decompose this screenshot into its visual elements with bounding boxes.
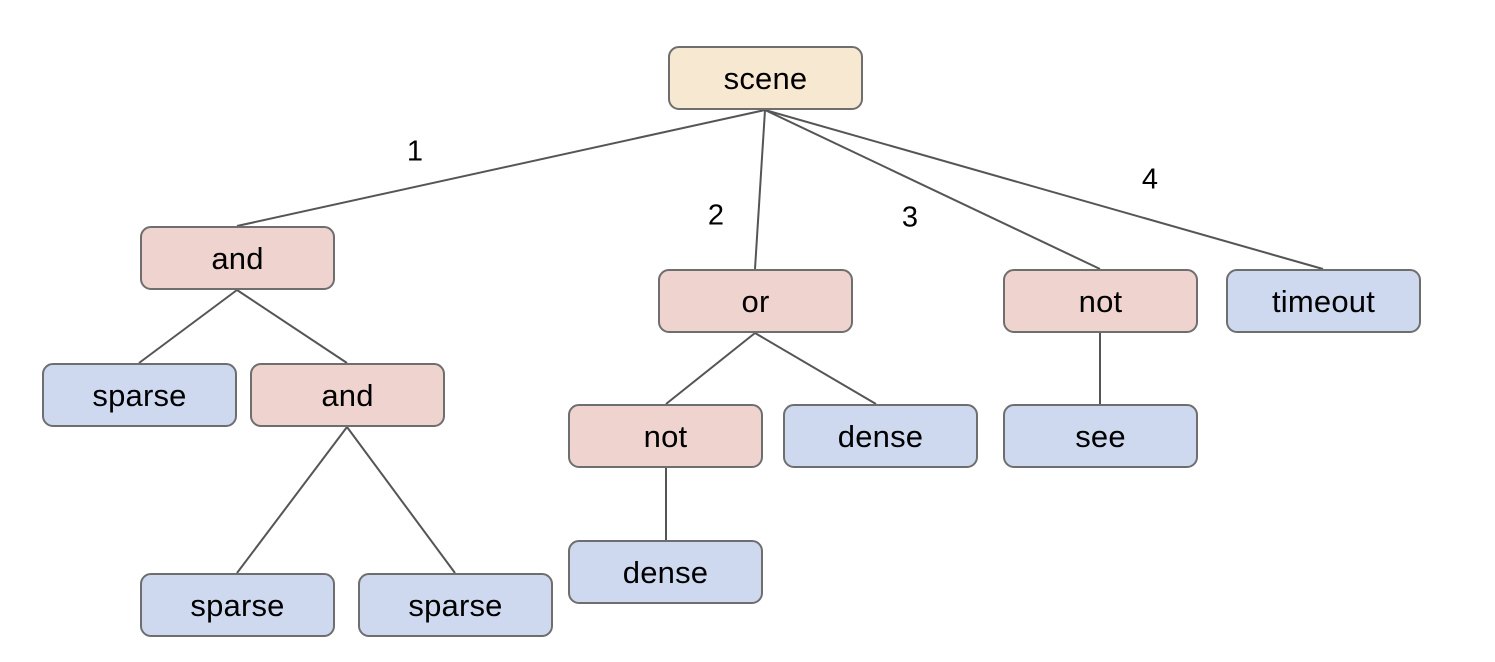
- edge-label-e2: 2: [707, 199, 725, 232]
- tree-node-dense2[interactable]: dense: [568, 540, 763, 604]
- tree-node-timeout1[interactable]: timeout: [1226, 269, 1421, 333]
- tree-node-dense1[interactable]: dense: [783, 404, 978, 468]
- tree-edge-scene-to-not1: [764, 109, 1101, 270]
- tree-node-and1[interactable]: and: [140, 226, 335, 290]
- tree-edge-or1-to-not2: [665, 332, 756, 405]
- tree-node-or1[interactable]: or: [658, 269, 853, 333]
- edge-label-e4: 4: [1141, 163, 1159, 196]
- tree-node-label: or: [741, 283, 770, 319]
- tree-node-and2[interactable]: and: [250, 363, 445, 427]
- tree-node-sparse1[interactable]: sparse: [42, 363, 237, 427]
- edge-label-e1: 1: [406, 135, 424, 168]
- tree-node-label: sparse: [190, 587, 285, 623]
- tree-edge-and1-to-and2: [236, 289, 348, 364]
- tree-node-label: scene: [723, 60, 808, 96]
- tree-edge-scene-to-and1: [236, 109, 766, 227]
- tree-node-not1[interactable]: not: [1003, 269, 1198, 333]
- tree-node-label: sparse: [408, 587, 503, 623]
- tree-edge-scene-to-timeout1: [764, 109, 1324, 270]
- edge-label-e3: 3: [901, 201, 919, 234]
- tree-node-label: and: [321, 377, 374, 413]
- tree-node-label: timeout: [1271, 283, 1376, 319]
- tree-edge-and2-to-sparse2: [236, 426, 348, 574]
- tree-node-label: and: [211, 240, 264, 276]
- tree-node-sparse2[interactable]: sparse: [140, 573, 335, 637]
- tree-node-label: not: [643, 418, 688, 454]
- tree-edge-scene-to-or1: [754, 109, 766, 270]
- tree-node-label: dense: [837, 418, 924, 454]
- tree-node-label: sparse: [92, 377, 187, 413]
- tree-edge-and1-to-sparse1: [138, 289, 238, 364]
- tree-node-sparse3[interactable]: sparse: [358, 573, 553, 637]
- tree-node-label: dense: [622, 554, 709, 590]
- tree-node-label: not: [1078, 283, 1123, 319]
- tree-node-see1[interactable]: see: [1003, 404, 1198, 468]
- tree-node-label: see: [1075, 418, 1126, 454]
- tree-node-not2[interactable]: not: [568, 404, 763, 468]
- tree-edge-and2-to-sparse3: [346, 426, 456, 574]
- tree-edge-or1-to-dense1: [754, 332, 877, 405]
- tree-node-scene[interactable]: scene: [668, 46, 863, 110]
